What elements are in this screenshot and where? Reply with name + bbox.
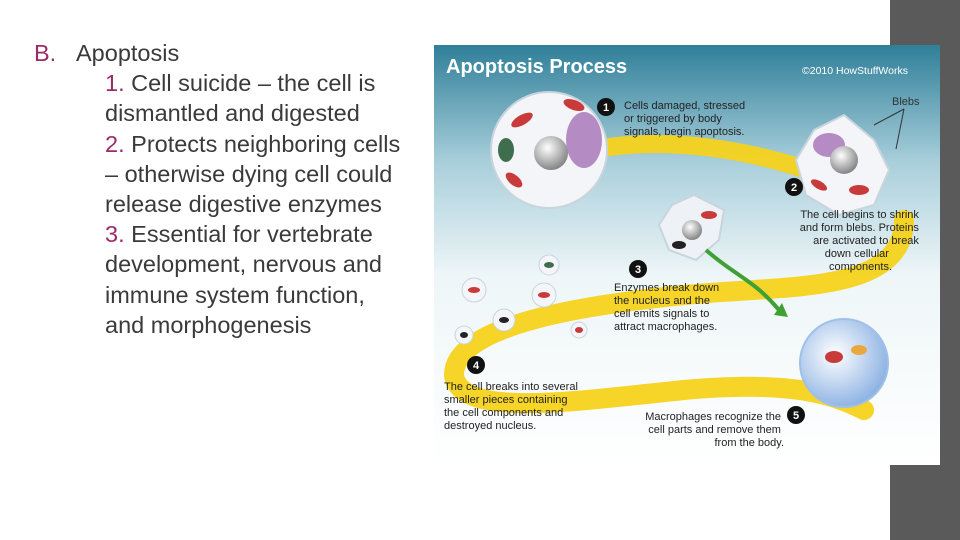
section-heading: B. Apoptosis <box>34 38 404 68</box>
point-3: 3. Essential for vertebrate development,… <box>105 219 404 340</box>
step-caption-2: The cell begins to shrink and form blebs… <box>800 209 922 273</box>
point-2: 2. Protects neighboring cells – otherwis… <box>105 129 404 220</box>
svg-text:5: 5 <box>793 410 799 422</box>
point-1-text: Cell suicide – the cell is dismantled an… <box>105 70 376 127</box>
step-caption-3: Enzymes break down the nucleus and the c… <box>614 282 722 333</box>
healthy-cell <box>490 91 608 209</box>
step-marker-3: 3 <box>629 260 647 278</box>
svg-text:2: 2 <box>791 182 797 194</box>
point-1-number: 1. <box>105 70 125 97</box>
figure-credit: ©2010 HowStuffWorks <box>802 65 908 77</box>
step-caption-1: Cells damaged, stressed or triggered by … <box>624 100 748 138</box>
fragmenting-cell <box>657 193 726 262</box>
point-1: 1. Cell suicide – the cell is dismantled… <box>105 68 404 128</box>
step-marker-4: 4 <box>467 356 485 374</box>
point-2-number: 2. <box>105 130 125 157</box>
svg-text:1: 1 <box>603 102 609 114</box>
step-marker-1: 1 <box>597 98 615 116</box>
shrinking-cell <box>794 113 891 217</box>
pathway-ribbon-lower <box>443 210 914 420</box>
apoptosis-diagram: Apoptosis Process ©2010 HowStuffWorks Bl… <box>434 45 940 465</box>
cell-fragments <box>454 254 588 345</box>
slide-text: B. Apoptosis 1. Cell suicide – the cell … <box>34 38 404 340</box>
svg-text:3: 3 <box>635 264 641 276</box>
blebs-label: Blebs <box>892 96 920 108</box>
step-caption-4: The cell breaks into several smaller pie… <box>444 381 581 432</box>
figure-title: Apoptosis Process <box>446 56 627 78</box>
point-3-number: 3. <box>105 221 125 248</box>
step-marker-2: 2 <box>785 178 803 196</box>
point-3-text: Essential for vertebrate development, ne… <box>105 221 382 338</box>
svg-text:4: 4 <box>473 360 480 372</box>
macrophage <box>799 318 889 408</box>
point-2-text: Protects neighboring cells – otherwise d… <box>105 130 401 218</box>
section-marker: B. <box>34 40 57 66</box>
section-title: Apoptosis <box>76 40 180 66</box>
step-caption-5: Macrophages recognize the cell parts and… <box>645 411 784 449</box>
step-marker-5: 5 <box>787 406 805 424</box>
signal-arrow <box>704 248 781 312</box>
